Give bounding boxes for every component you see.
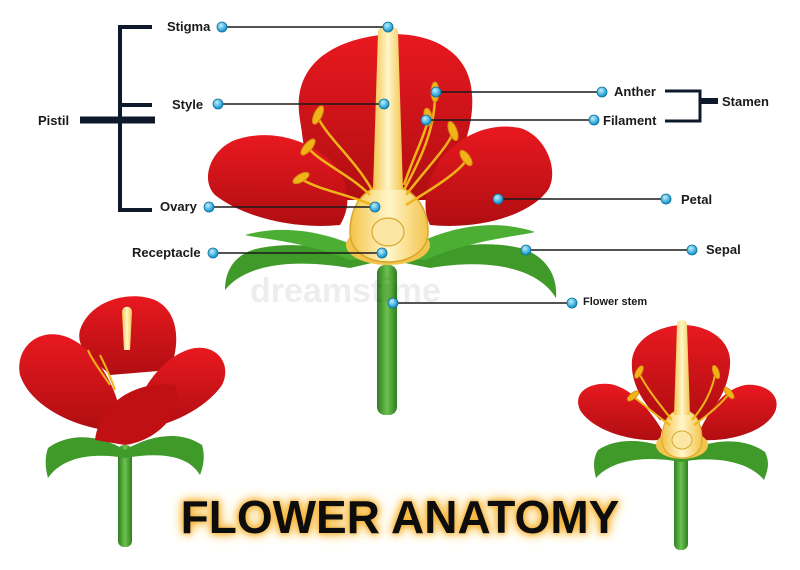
main-petal-right (425, 126, 553, 226)
receptacle-dot-left (207, 247, 219, 259)
ovary-dot-right (369, 201, 381, 213)
page-title: FLOWER ANATOMY (180, 491, 620, 543)
label-stamen: Stamen (722, 94, 769, 109)
main-flower (207, 26, 557, 415)
style-dot-left (212, 98, 224, 110)
label-sepal: Sepal (706, 242, 741, 257)
left-flower (19, 296, 226, 547)
label-ovary: Ovary (160, 199, 197, 214)
leader-lines (209, 26, 692, 304)
stem-dot-left (387, 297, 399, 309)
main-ovule (371, 217, 405, 247)
label-petal: Petal (681, 192, 713, 207)
stigma-dot-right (382, 21, 394, 33)
main-sepal-right (390, 244, 557, 298)
label-anther: Anther (614, 84, 656, 99)
anther-dot-right (596, 86, 608, 98)
label-stigma: Stigma (167, 19, 211, 34)
filament-dot-left (420, 114, 432, 126)
sepal-dot-left (520, 244, 532, 256)
receptacle-dot-right (376, 247, 388, 259)
main-petal-left (207, 135, 348, 226)
filament-dot-right (588, 114, 600, 126)
stamen-bracket (665, 89, 718, 123)
marker-dots (203, 21, 698, 309)
main-style (373, 26, 403, 190)
ovary-dot-left (203, 201, 215, 213)
stigma-dot-left (216, 21, 228, 33)
main-stamens (302, 94, 466, 207)
style-dot-right (378, 98, 390, 110)
stem-dot-right (566, 297, 578, 309)
label-pistil: Pistil (38, 113, 70, 128)
petal-dot-left (492, 193, 504, 205)
label-style: Style (172, 97, 204, 112)
petal-dot-right (660, 193, 672, 205)
pistil-bracket (80, 25, 155, 212)
label-flower-stem: Flower stem (583, 296, 648, 308)
label-filament: Filament (603, 113, 657, 128)
anther-dot-left (430, 86, 442, 98)
label-receptacle: Receptacle (132, 245, 201, 260)
watermark: dreamstime (250, 272, 441, 310)
sepal-dot-right (686, 244, 698, 256)
right-flower (578, 319, 777, 550)
